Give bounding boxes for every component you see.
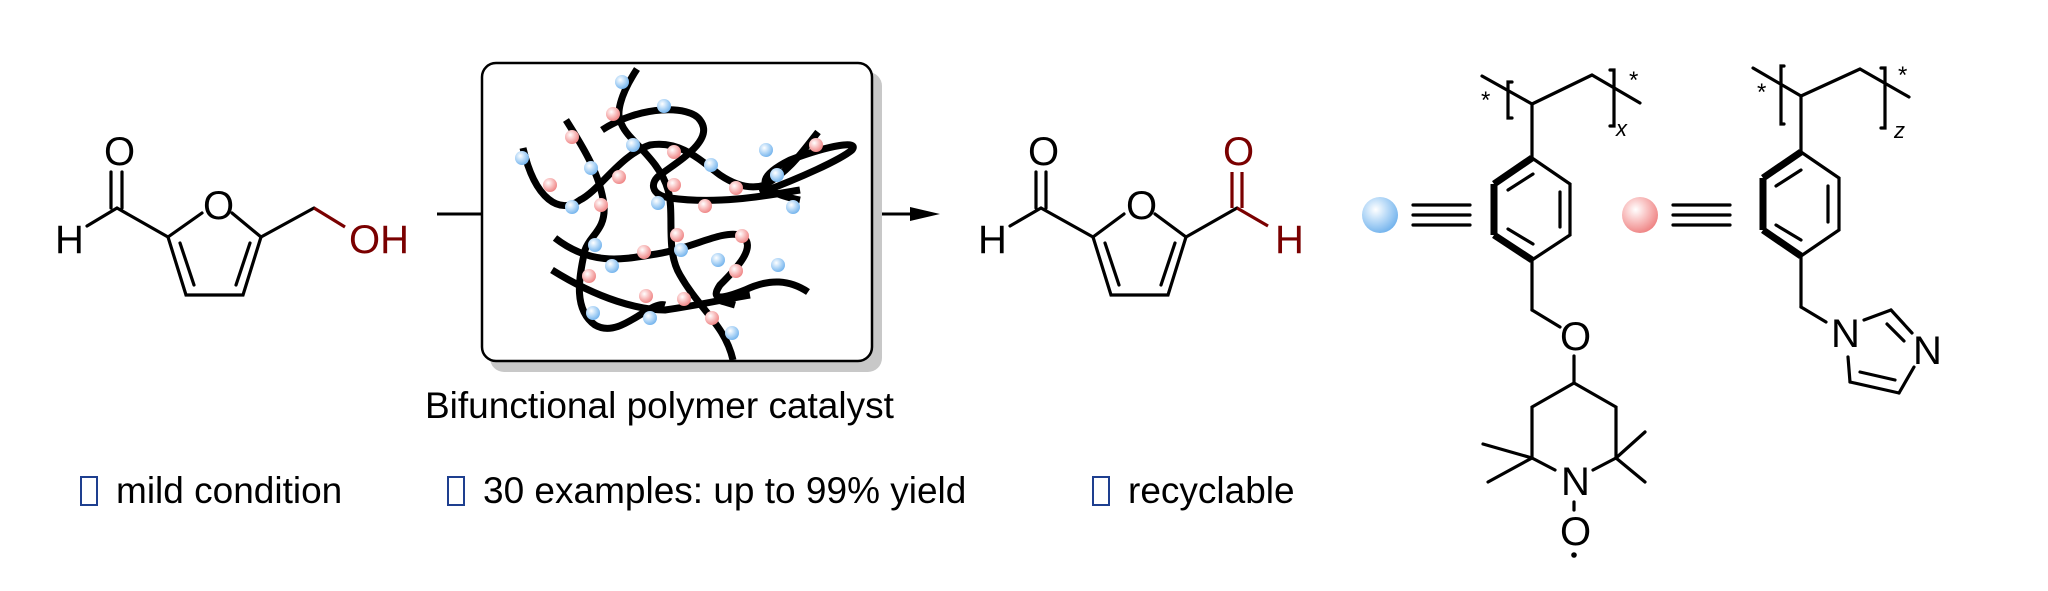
feature-text: mild condition [116, 470, 343, 511]
feature-text: 30 examples: up to 99% yield [483, 470, 967, 511]
product-left-h: H [978, 218, 1007, 262]
nitroxyl-o: O [1560, 510, 1591, 554]
reactant-ring-o: O [203, 184, 234, 228]
product-ring-o: O [1126, 184, 1157, 228]
star-left: * [1757, 79, 1766, 106]
feature-mild-condition: mild condition [80, 470, 342, 512]
star-left: * [1481, 87, 1490, 114]
imidazole-n1: N [1831, 312, 1860, 356]
reactant-aldehyde-o: O [104, 130, 135, 174]
imidazole-n3: N [1913, 329, 1942, 373]
checkbox-icon [1092, 476, 1110, 506]
blue-sphere-icon [1362, 197, 1398, 233]
equivalent-icon [1671, 203, 1732, 227]
product-left-o: O [1028, 130, 1059, 174]
ether-o: O [1560, 315, 1591, 359]
red-sphere-icon [1622, 197, 1658, 233]
radical-dot-icon [1571, 552, 1577, 558]
polymer-beads [515, 75, 823, 340]
product-right-o: O [1223, 130, 1254, 174]
star-right: * [1629, 67, 1638, 94]
reactant-aldehyde-h: H [55, 218, 84, 262]
checkbox-icon [447, 476, 465, 506]
feature-recyclable: recyclable [1092, 470, 1295, 512]
subscript-x: x [1615, 116, 1628, 141]
equivalent-icon [1411, 203, 1472, 227]
reactant-hmf: O H O OH [55, 130, 409, 297]
checkbox-icon [80, 476, 98, 506]
product-dff: O H O O H [978, 130, 1304, 297]
nitroxyl-n: N [1561, 460, 1590, 504]
feature-text: recyclable [1128, 470, 1295, 511]
legend-red-unit: * * z N N [1622, 62, 1942, 395]
product-right-h: H [1275, 218, 1304, 262]
reaction-arrow [873, 207, 940, 221]
reactant-hydroxyl: OH [349, 218, 409, 262]
star-right: * [1898, 62, 1907, 89]
catalyst-box [480, 61, 882, 372]
legend-blue-unit: * * x O N O [1362, 67, 1647, 558]
subscript-z: z [1893, 118, 1905, 143]
catalyst-caption: Bifunctional polymer catalyst [425, 385, 894, 426]
feature-examples: 30 examples: up to 99% yield [447, 470, 966, 512]
